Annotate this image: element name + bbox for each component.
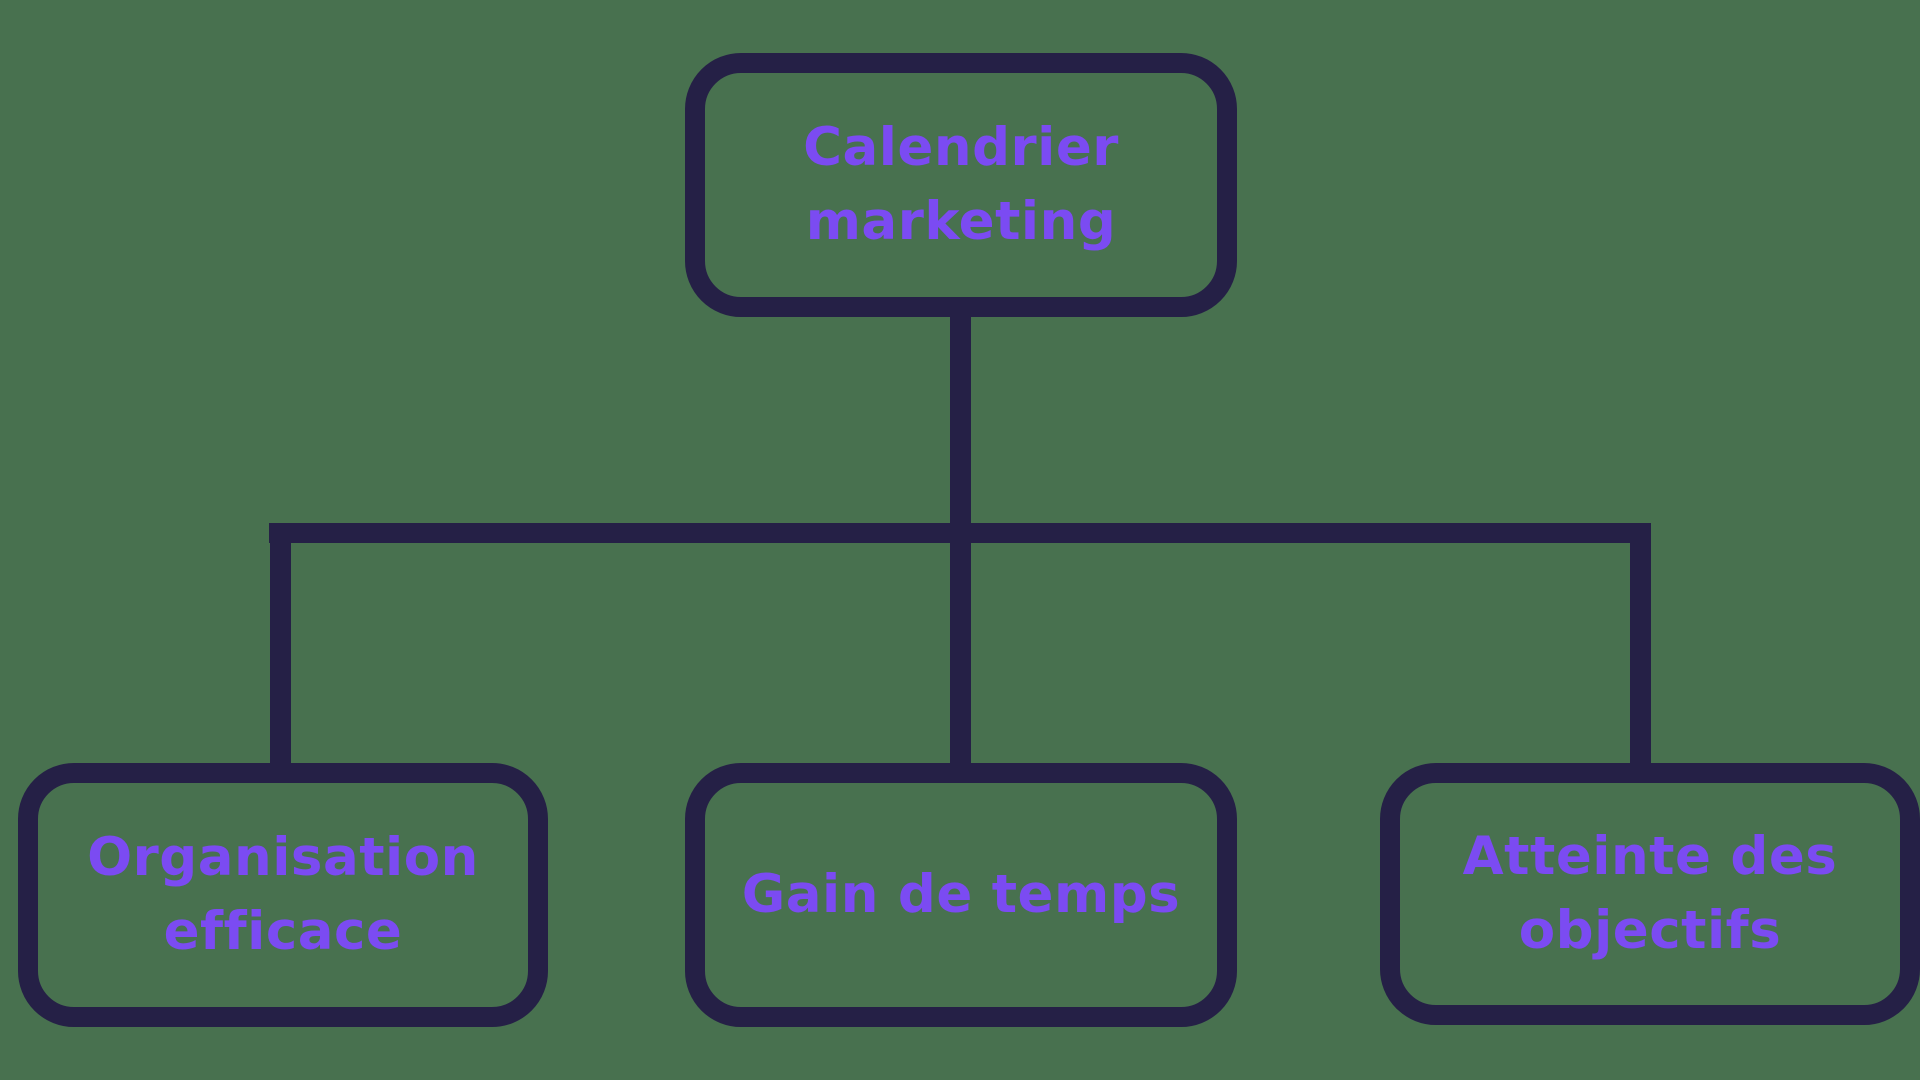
node-organisation-efficace-label: Organisation efficace	[87, 827, 479, 962]
node-gain-de-temps: Gain de temps	[685, 763, 1237, 1027]
node-atteinte-des-objectifs: Atteinte des objectifs	[1380, 763, 1920, 1025]
connector-right-drop	[1630, 523, 1651, 765]
node-calendrier-marketing-label: Calendrier marketing	[803, 117, 1119, 252]
node-calendrier-marketing: Calendrier marketing	[685, 53, 1237, 317]
connector-horizontal-bar	[269, 523, 1651, 543]
node-atteinte-des-objectifs-label: Atteinte des objectifs	[1462, 826, 1838, 961]
connector-left-drop	[270, 523, 291, 765]
node-gain-de-temps-label: Gain de temps	[741, 864, 1181, 925]
node-organisation-efficace: Organisation efficace	[18, 763, 548, 1027]
